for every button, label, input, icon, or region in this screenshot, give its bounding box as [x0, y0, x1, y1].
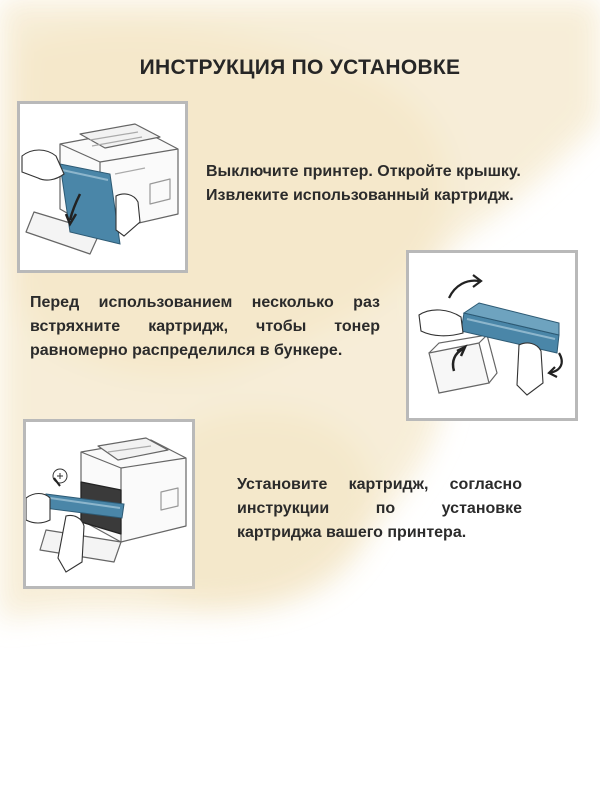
printer-open-cover-icon — [21, 123, 179, 255]
step-1-line-1: Выключите принтер. Откройте крышку. — [206, 163, 521, 180]
step-3-line-1: Установите картридж, согласно — [237, 476, 522, 493]
step-2-line-1: Перед использованием несколько раз — [30, 294, 380, 311]
step-2-illustration-frame — [406, 250, 578, 421]
step-1-text: Выключите принтер. Откройте крышку. Извл… — [206, 160, 576, 208]
step-2-line-3: равномерно распределился в бункере. — [30, 342, 343, 359]
insert-cartridge-icon — [26, 437, 187, 573]
step-2-line-2: встряхните картридж, чтобы тонер — [30, 318, 380, 335]
page-title: ИНСТРУКЦИЯ ПО УСТАНОВКЕ — [139, 56, 461, 79]
step-3-line-2: инструкции по установке — [237, 500, 522, 517]
step-2-text: Перед использованием несколько раз встря… — [30, 291, 380, 363]
step-1-illustration-frame — [17, 101, 188, 273]
step-1-line-2: Извлеките использованный картридж. — [206, 187, 514, 204]
step-3-text: Установите картридж, согласно инструкции… — [237, 473, 522, 545]
step-3-line-3: картриджа вашего принтера. — [237, 524, 467, 541]
step-3-illustration-frame — [23, 419, 195, 589]
shake-cartridge-icon — [418, 274, 563, 396]
